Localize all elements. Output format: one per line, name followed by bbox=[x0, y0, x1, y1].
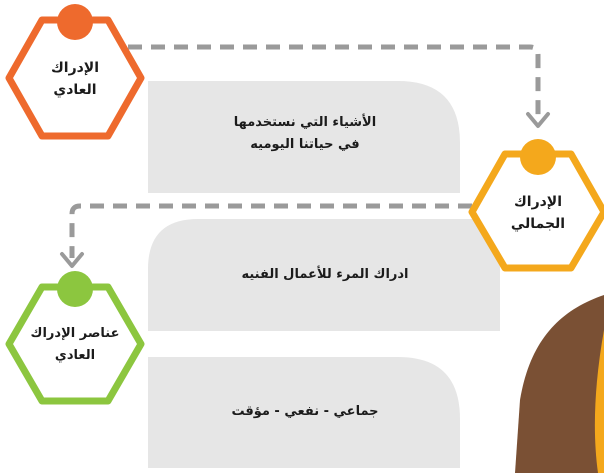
card-elements-line1: جماعي - نفعي - مؤقت bbox=[231, 404, 379, 419]
decorative-yellow-edge bbox=[594, 330, 604, 473]
hex-elements-label: عناصر الإدراك العادي bbox=[12, 323, 138, 367]
hex-aesthetic-line1: الإدراك bbox=[513, 194, 563, 210]
hex-ordinary-line2: العادي bbox=[53, 82, 97, 98]
decorative-brown-shape bbox=[515, 295, 604, 473]
connector-ordinary-to-aesthetic bbox=[128, 44, 541, 118]
hex-elements-shape bbox=[5, 283, 145, 405]
hex-aesthetic-dot bbox=[520, 139, 556, 175]
card-ordinary-line2: في حياتنا اليوميه bbox=[250, 137, 360, 152]
hex-elements-dot bbox=[57, 271, 93, 307]
arrowhead-to-aesthetic bbox=[526, 112, 550, 128]
card-ordinary-shape bbox=[148, 81, 460, 193]
hex-ordinary-line1: الإدراك bbox=[50, 60, 100, 76]
hex-aesthetic-line2: الجمالي bbox=[510, 216, 566, 232]
hex-ordinary-label: الإدراك العادي bbox=[20, 57, 130, 101]
card-elements-shape bbox=[148, 357, 460, 468]
card-aesthetic-text: ادراك المرء للأعمال الفنيه bbox=[160, 264, 490, 286]
card-ordinary-text: الأشياء التي نستخدمها في حياتنا اليوميه bbox=[160, 112, 450, 156]
hex-aesthetic-shape bbox=[468, 150, 604, 272]
hex-elements-line1: عناصر الإدراك bbox=[30, 326, 120, 341]
card-aesthetic-line1: ادراك المرء للأعمال الفنيه bbox=[241, 267, 409, 282]
arrowhead-to-elements bbox=[60, 252, 84, 268]
hex-aesthetic-label: الإدراك الجمالي bbox=[483, 191, 593, 235]
connector-aesthetic-to-elements bbox=[69, 203, 472, 258]
hex-ordinary-dot bbox=[57, 4, 93, 40]
card-elements-text: جماعي - نفعي - مؤقت bbox=[160, 401, 450, 423]
card-ordinary-line1: الأشياء التي نستخدمها bbox=[233, 115, 377, 130]
card-aesthetic-shape bbox=[148, 219, 500, 331]
hex-elements-line2: العادي bbox=[54, 348, 96, 363]
hex-ordinary-shape bbox=[5, 16, 145, 140]
